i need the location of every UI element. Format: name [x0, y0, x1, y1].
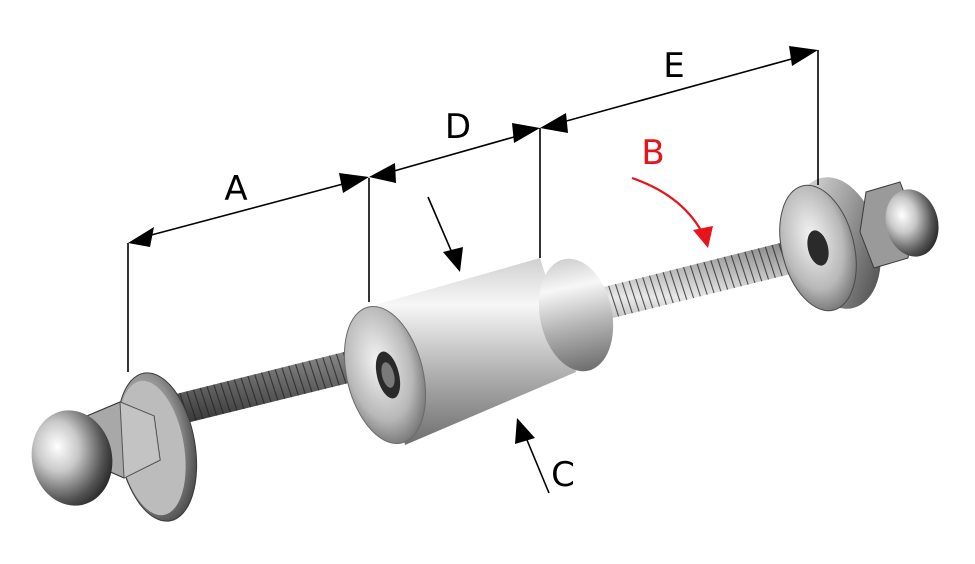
label-e: E: [663, 46, 684, 86]
arrowhead-e-right: [789, 46, 818, 66]
label-b: B: [641, 133, 664, 173]
arrowhead-sleeve-top: [443, 247, 463, 272]
left-dome-cap: [31, 410, 113, 506]
dimension-line-e: [551, 54, 807, 126]
arrowhead-a-left: [128, 227, 154, 247]
sleeve-spacer: [343, 258, 614, 445]
label-d: D: [445, 107, 471, 147]
right-cone-washer: [779, 177, 881, 312]
left-hex-nut: [81, 401, 161, 479]
label-c: C: [551, 455, 575, 495]
right-cap-nut: [859, 181, 939, 269]
dimension-lines: [127, 50, 819, 494]
dimension-line-d: [379, 132, 529, 176]
arrowhead-a-right: [339, 173, 369, 193]
arrowhead-c: [515, 418, 535, 444]
arrowhead-e-left: [540, 113, 568, 133]
arrowhead-d-right: [512, 123, 540, 143]
dimension-line-a: [139, 179, 359, 239]
arrowhead-d-left: [369, 163, 396, 183]
label-a: A: [224, 169, 247, 209]
rotation-arrow-b: [631, 176, 713, 248]
arrowheads: [128, 46, 818, 444]
